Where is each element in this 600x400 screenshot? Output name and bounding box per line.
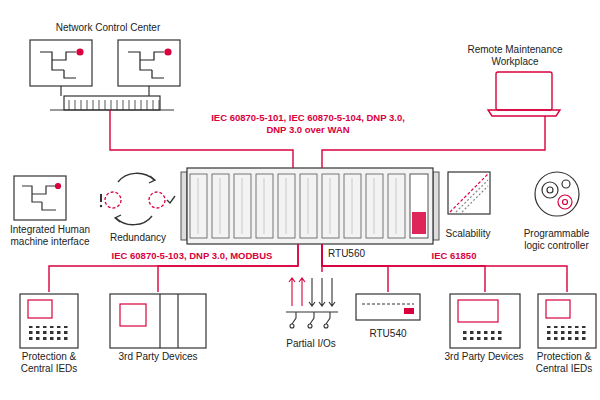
caption: Protection & Central IEDs [12, 351, 86, 374]
plc-box: Programmable logic controller [513, 168, 600, 220]
redundancy-box: Redundancy [95, 170, 181, 228]
third-party-icon [450, 294, 520, 348]
caption: Scalability [436, 228, 500, 240]
protocol-label: IEC 60870-5-101, IEC 60870-5-104, DNP 3.… [200, 112, 416, 136]
caption: Remote Maintenance Workplace [450, 44, 580, 67]
hmi-icon [14, 176, 66, 220]
caption: Redundancy [95, 232, 181, 244]
caption: 3rd Party Devices [103, 351, 213, 363]
caption: Programmable logic controller [513, 228, 600, 251]
rtu-box: RTU560 [187, 168, 433, 244]
protocol-label: IEC 61850 [418, 250, 490, 262]
scalability-icon [448, 172, 490, 214]
connector [49, 244, 298, 292]
ied-icon [538, 294, 596, 348]
caption: RTU560 [328, 248, 388, 260]
connector [322, 116, 545, 168]
caption: RTU540 [352, 328, 424, 340]
device-box: Protection & Central IEDs [530, 292, 598, 348]
ncc-icon [30, 40, 180, 110]
partial-io-icon [286, 278, 338, 328]
ied-icon [20, 294, 78, 348]
hmi-box: Integrated Human machine interface [2, 174, 98, 222]
connector [322, 244, 567, 292]
caption: 3rd Party Devices [440, 351, 528, 363]
plc-icon [535, 172, 579, 216]
caption: Integrated Human machine interface [2, 224, 98, 247]
maintenance-workplace: Remote Maintenance Workplace [450, 44, 580, 116]
device-box: 3rd Party Devices [440, 292, 528, 348]
io-box: Partial I/Os [280, 272, 342, 334]
caption: Partial I/Os [280, 338, 342, 350]
protocol-label: IEC 60870-5-103, DNP 3.0, MODBUS [92, 250, 292, 262]
caption: Network Control Center [28, 22, 188, 34]
redundancy-icon [100, 173, 175, 224]
device-box: 3rd Party Devices [103, 292, 213, 348]
rtu560-chassis [181, 168, 439, 244]
connector [322, 244, 388, 292]
caption: Protection & Central IEDs [530, 351, 598, 374]
control-center: Network Control Center [28, 22, 188, 110]
device-box: Protection & Central IEDs [12, 292, 86, 348]
scalability-box: Scalability [436, 170, 500, 218]
rtu540-icon [356, 294, 420, 320]
rtu-box: RTU540 [352, 292, 424, 322]
laptop-icon [488, 72, 560, 116]
third-party-icon [110, 294, 206, 348]
